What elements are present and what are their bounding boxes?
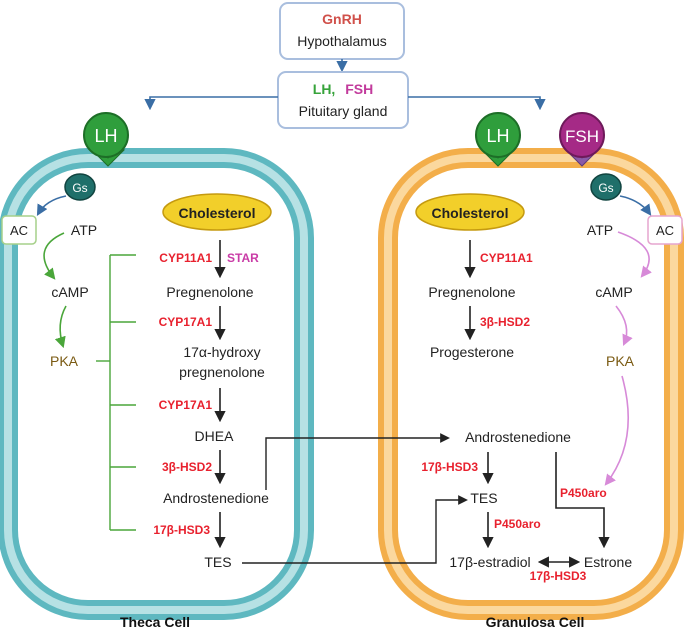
theca-cholesterol-label: Cholesterol xyxy=(178,205,255,221)
theca-hydroxy-line1: 17α-hydroxy xyxy=(183,344,260,360)
pituitary-to-granulosa-arrow xyxy=(408,96,546,111)
granulosa-p450aro-2-label: P450aro xyxy=(494,517,541,531)
granulosa-3b-hsd2-label: 3β-HSD2 xyxy=(480,315,530,329)
theca-androstenedione-label: Androstenedione xyxy=(163,490,269,506)
granulosa-estradiol-label: 17β-estradiol xyxy=(449,554,530,570)
theca-lh-receptor-label: LH xyxy=(94,126,117,146)
granulosa-cholesterol-label: Cholesterol xyxy=(431,205,508,221)
granulosa-cholesterol: Cholesterol xyxy=(415,193,525,231)
theca-camp-to-pka-arrow xyxy=(54,305,67,349)
theca-ac-enzyme: AC xyxy=(1,215,37,245)
theca-atp-to-camp-arrow xyxy=(43,232,65,280)
granulosa-cell-membrane xyxy=(378,148,684,620)
granulosa-gs-label: Gs xyxy=(598,181,613,195)
granulosa-camp-to-pka-arrow xyxy=(615,305,633,347)
theca-lh-receptor: LH xyxy=(83,112,129,167)
granulosa-progesterone-label: Progesterone xyxy=(430,344,514,360)
lh-fsh-label: LH, FSH xyxy=(313,81,373,97)
theca-hydroxy-line2: pregnenolone xyxy=(179,364,265,380)
granulosa-camp-label: cAMP xyxy=(595,284,632,300)
theca-gs-protein: Gs xyxy=(64,173,96,201)
theca-cyp17a1-2-label: CYP17A1 xyxy=(159,398,213,412)
granulosa-gs-to-ac-arrow xyxy=(619,195,652,216)
theca-cell-title: Theca Cell xyxy=(120,614,190,630)
granulosa-pka-label: PKA xyxy=(606,353,635,369)
theca-cell-membrane xyxy=(0,148,314,620)
tes-to-granulosa-arrow xyxy=(242,495,468,564)
gnrh-label: GnRH xyxy=(322,11,362,27)
granulosa-p450aro-1-label: P450aro xyxy=(560,486,607,500)
granulosa-androstenedione-label: Androstenedione xyxy=(465,429,571,445)
granulosa-lh-receptor-label: LH xyxy=(486,126,509,146)
theca-atp-label: ATP xyxy=(71,222,97,238)
granulosa-ac-label: AC xyxy=(656,223,674,238)
granulosa-17b-hsd3-1-label: 17β-HSD3 xyxy=(421,460,478,474)
theca-pka-bracket xyxy=(96,254,136,531)
theca-17b-hsd3-label: 17β-HSD3 xyxy=(153,523,210,537)
theca-tes-label: TES xyxy=(204,554,231,570)
granulosa-atp-to-camp-arrow xyxy=(617,231,652,278)
theca-pka-label: PKA xyxy=(50,353,79,369)
granulosa-ac-enzyme: AC xyxy=(647,215,683,245)
lh-label: LH, xyxy=(313,81,336,97)
theca-3b-hsd2-label: 3β-HSD2 xyxy=(162,460,212,474)
granulosa-fsh-receptor: FSH xyxy=(559,112,605,167)
granulosa-gs-protein: Gs xyxy=(590,173,622,201)
granulosa-cyp11a1-label: CYP11A1 xyxy=(480,251,533,265)
theca-pregnenolone-label: Pregnenolone xyxy=(166,284,253,300)
theca-cholesterol: Cholesterol xyxy=(162,193,272,231)
granulosa-17b-hsd3-2-label: 17β-HSD3 xyxy=(530,569,587,583)
theca-cyp11a1-label: CYP11A1 xyxy=(159,251,212,265)
pituitary-label: Pituitary gland xyxy=(299,103,388,119)
hypothalamus-label: Hypothalamus xyxy=(297,33,387,49)
pituitary-to-theca-arrow xyxy=(144,96,278,111)
granulosa-pka-to-p450aro-arrow xyxy=(604,375,630,486)
granulosa-cell-title: Granulosa Cell xyxy=(486,614,585,630)
fsh-label: FSH xyxy=(345,81,373,97)
granulosa-fsh-receptor-label: FSH xyxy=(565,127,599,146)
granulosa-cell-membrane-inner xyxy=(384,154,678,614)
granulosa-pregnenolone-label: Pregnenolone xyxy=(428,284,515,300)
theca-cyp17a1-1-label: CYP17A1 xyxy=(159,315,213,329)
theca-star-label: STAR xyxy=(227,251,259,265)
granulosa-atp-label: ATP xyxy=(587,222,613,238)
theca-ac-label: AC xyxy=(10,223,28,238)
theca-gs-label: Gs xyxy=(72,181,87,195)
theca-gs-to-ac-arrow xyxy=(36,195,67,216)
theca-dhea-label: DHEA xyxy=(195,428,235,444)
granulosa-lh-receptor: LH xyxy=(475,112,521,167)
granulosa-estrone-label: Estrone xyxy=(584,554,632,570)
theca-camp-label: cAMP xyxy=(51,284,88,300)
granulosa-arrow-androstenedione-estrone xyxy=(555,452,610,549)
granulosa-tes-label: TES xyxy=(470,490,497,506)
pituitary-box xyxy=(277,71,409,129)
theca-cell-membrane-inner xyxy=(4,154,308,614)
androstenedione-to-granulosa-arrow xyxy=(265,433,450,490)
